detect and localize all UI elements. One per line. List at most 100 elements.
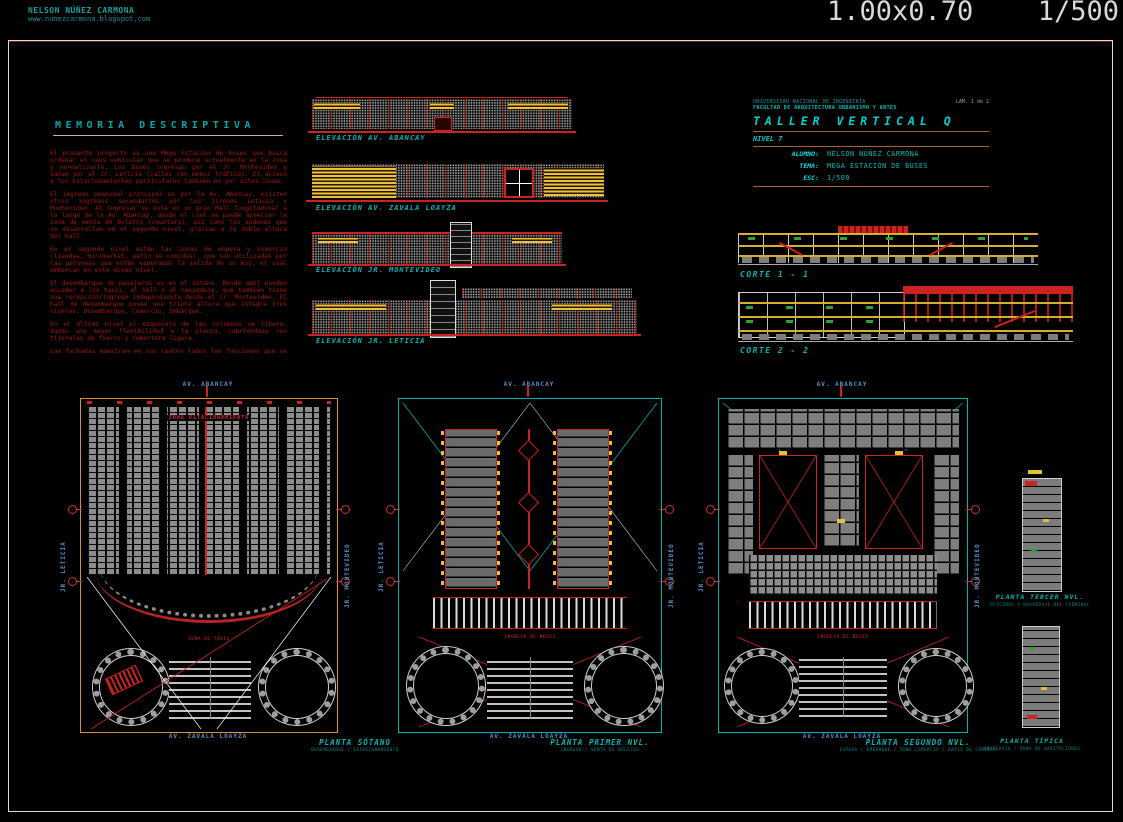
center-aisle-line — [205, 407, 207, 575]
axis-tick — [840, 386, 842, 397]
street-label-left: JR. LETICIA — [698, 541, 705, 592]
parking-rows — [487, 657, 573, 719]
elevation-montevideo-drawing — [308, 222, 566, 268]
upper-wing — [462, 288, 632, 298]
floor-line — [738, 302, 1073, 304]
parasol-band — [508, 103, 568, 109]
elevation-montevideo-label: ELEVACIÓN JR. MONTEVIDEO — [316, 266, 442, 274]
bus-terminal-block — [445, 429, 497, 589]
grid-bubble — [706, 577, 720, 586]
plan-segundo-nivel-drawing: INGRESO DE BUSES — [706, 398, 980, 733]
workshop-title: TALLER VERTICAL Q — [753, 114, 956, 128]
ramp-circle — [725, 649, 799, 723]
void-cross-box — [759, 455, 817, 549]
plan-note: ZONA DE TAXIS — [188, 637, 230, 642]
detail-mark — [1041, 687, 1047, 690]
street-label-top: AV. ABANCAY — [816, 381, 868, 388]
ramp-circle — [585, 647, 663, 725]
university-name: UNIVERSIDAD NACIONAL DE INGENIERÍA — [753, 99, 866, 105]
grid-bubble — [966, 577, 980, 586]
base-line — [738, 341, 1073, 342]
titleblock-row: TEMA: MEGA ESTACIÓN DE BUSES — [767, 162, 989, 170]
titleblock-row: ESC: 1/500 — [767, 174, 989, 182]
grid-bubble — [386, 577, 400, 586]
plan-primer-nivel-drawing: INGRESO DE BUSES — [386, 398, 674, 733]
memoria-title: MEMORIA DESCRIPTIVA — [55, 120, 255, 131]
plan-tercer-nivel-title: PLANTA TERCER NVL. — [995, 593, 1085, 601]
tower — [430, 280, 456, 338]
detail-mark — [1025, 481, 1037, 486]
roof-band — [903, 286, 1073, 294]
memoria-paragraph: El ingreso peatonal principal es por la … — [50, 191, 287, 240]
memoria-paragraph: El presente proyecto es una Mega Estació… — [50, 150, 287, 185]
plan-primer-nivel-title: PLANTA PRIMER NVL. — [550, 738, 650, 747]
detail-mark — [1031, 549, 1037, 552]
elevation-zavala-loayza-label: ELEVACIÓN AV. ZAVALA LOAYZA — [316, 204, 457, 212]
plan-note: INGRESO DE BUSES — [817, 635, 869, 640]
zone-label: ZONA ESTACIONAMIENTO — [166, 415, 252, 421]
sheet-scale: 1/500 — [1037, 0, 1119, 27]
plan-tipica-title: PLANTA TÍPICA — [1000, 737, 1064, 745]
street-label-left: JR. LETICIA — [60, 541, 67, 592]
parasol-band — [316, 304, 386, 310]
floor-line — [738, 255, 1038, 257]
sheet-info: 1.00x0.70 1/500 — [827, 0, 1119, 27]
section-1-drawing — [738, 226, 1038, 268]
base-line — [738, 264, 1038, 265]
author-website: www.nunezcarmona.blogspot.com — [28, 15, 151, 23]
memoria-paragraph: El desembarque de pasajeros es en el sót… — [50, 280, 287, 315]
plan-segundo-nivel-subtitle: ESPERA / EMBARQUE / ZONA COMERCIO / PATI… — [839, 747, 997, 752]
detail-mark — [1027, 715, 1037, 719]
parasol-block — [544, 168, 604, 196]
tema-label: TEMA: — [799, 162, 819, 170]
plan-note: INGRESO DE BUSES — [504, 635, 556, 640]
sheet-size: 1.00x0.70 — [827, 0, 974, 27]
divider — [753, 131, 989, 132]
entrance — [434, 117, 452, 131]
roof-line — [312, 232, 562, 234]
shops-band — [727, 409, 959, 449]
sheet-inner-line — [9, 41, 1112, 42]
titleblock-row: ALUMNO: NELSON NÚÑEZ CARMONA — [767, 150, 989, 158]
grid-bubble — [660, 505, 674, 514]
section-1-label: CORTE 1 - 1 — [740, 270, 810, 279]
door-marks — [441, 431, 444, 585]
author-block: NELSON NÚÑEZ CARMONA www.nunezcarmona.bl… — [28, 6, 150, 23]
memoria-paragraph: En el último nivel el esqueleto de las c… — [50, 321, 287, 342]
street-label-right: JR. MONTEVIDEO — [668, 543, 675, 608]
food-court-tables — [749, 555, 937, 595]
platform-band — [749, 601, 937, 629]
grid-bubble — [966, 505, 980, 514]
parking-grid — [87, 407, 331, 575]
bus-terminal-block — [557, 429, 609, 589]
ramp-circle — [259, 649, 335, 725]
plan-annotation-lines — [86, 576, 332, 730]
core-rooms — [823, 455, 859, 547]
floor-line — [738, 245, 1038, 247]
grid-bubble — [68, 505, 82, 514]
ramp-circle — [899, 649, 973, 723]
bus-row — [742, 334, 1069, 340]
plan-sotano-subtitle: DESEMBARQUE / ESTACIONAMIENTO — [311, 747, 399, 752]
level-label: NIVEL 7 — [753, 135, 783, 143]
grid-bubble — [336, 577, 350, 586]
side-rooms — [727, 455, 753, 575]
annotation-marks — [746, 306, 896, 309]
street-label-left: JR. LETICIA — [378, 541, 385, 592]
floor-line — [738, 233, 1038, 235]
divider — [753, 186, 989, 187]
author-name: NELSON NÚÑEZ CARMONA — [28, 6, 135, 15]
axis-tick — [527, 386, 529, 397]
plan-primer-nivel-subtitle: INGRESO / VENTA DE BOLETOS — [560, 747, 640, 752]
plan-tercer-nivel-drawing — [1022, 478, 1062, 592]
plan-tercer-nivel-subtitle: OFICINAS Y HOSPEDAJE DEL TERMINAL — [990, 602, 1090, 607]
street-label-bottom: AV. ZAVALA LOAYZA — [168, 733, 248, 740]
parasol-block — [312, 166, 396, 198]
void-cross-box — [865, 455, 923, 549]
axis-ticks — [87, 401, 331, 404]
detail-mark — [895, 451, 903, 455]
parking-rows — [799, 657, 887, 717]
door-marks — [609, 431, 612, 585]
side-rooms — [933, 455, 959, 575]
grid-bubble — [660, 577, 674, 586]
